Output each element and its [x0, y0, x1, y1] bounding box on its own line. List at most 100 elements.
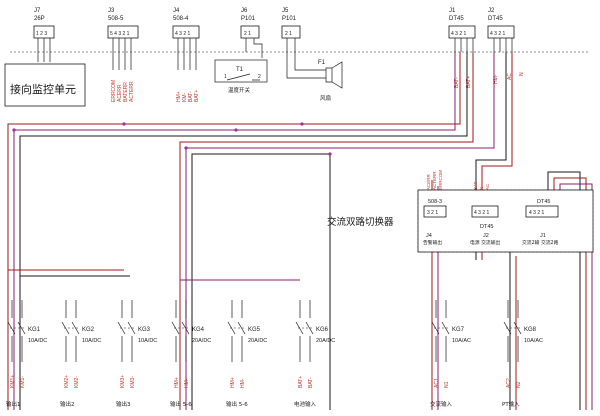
breaker-ref: KG6	[316, 327, 329, 333]
svg-text:4 3 2 1: 4 3 2 1	[451, 31, 467, 37]
switcher-mid-wire-3: AC	[485, 183, 490, 190]
breaker-output-label: 电池输入	[294, 400, 317, 408]
svg-text:DT45: DT45	[480, 224, 493, 230]
switcher-mid-wire-2: N	[479, 187, 484, 190]
junction-nodes	[12, 122, 332, 156]
svg-text:J4: J4	[426, 233, 432, 239]
j2-body	[487, 25, 515, 39]
svg-text:1 2 3: 1 2 3	[36, 31, 47, 37]
j4-ref: J4	[173, 8, 180, 14]
breaker-wire-label: KM2-	[74, 376, 80, 388]
svg-text:电源 交流输出: 电源 交流输出	[470, 239, 501, 246]
svg-text:2: 2	[258, 74, 261, 80]
j6-pins	[245, 38, 263, 58]
j4-pins	[177, 38, 197, 70]
svg-text:5 4 3 2 1: 5 4 3 2 1	[110, 31, 130, 37]
breaker-rating: 10A/AC	[524, 338, 543, 344]
breaker-rating: 20A/DC	[248, 338, 267, 344]
breakers-row: KG110A/DCKM1+KM1-输出1KG210A/DCKM2+KM2-输出2…	[6, 300, 543, 408]
breaker-wire-label: BAT-	[308, 377, 314, 388]
breaker-wire-label: HM-	[240, 378, 246, 388]
connector-j5: J5 P101 2 1	[281, 8, 326, 79]
bus-purple-2	[185, 52, 495, 410]
connector-j7: J7 26P 1 2 3	[33, 8, 55, 62]
monitor-unit-label: 接向监控单元	[10, 82, 76, 96]
switcher-mid-wire-1: BAT-	[473, 180, 478, 190]
connector-j1: J1 DT45 4 3 2 1 BAT- BAT+	[448, 8, 476, 88]
breaker-ref: KG4	[192, 327, 205, 333]
switcher-title: 交流双路切换器	[327, 216, 394, 228]
breaker-wire-label: N1	[444, 381, 450, 388]
breaker-wire-label: BAT+	[298, 376, 304, 388]
svg-text:1: 1	[224, 74, 227, 80]
j7-ref: J7	[34, 8, 41, 14]
breaker-ref: KG8	[524, 327, 537, 333]
breaker-pole-1	[295, 300, 304, 362]
breaker-pole-2	[305, 300, 314, 362]
switcher-left-wire-2: ACTERR	[432, 171, 437, 190]
breaker-pole-2	[181, 300, 190, 362]
bus-dark-1	[19, 52, 468, 410]
j3-signal-4: ACTERR	[129, 81, 135, 102]
fan-icon	[325, 61, 343, 89]
breaker-kg3: KG3 10A/DC KM3+ KM3- 输出3	[116, 300, 157, 408]
j7-pins	[37, 38, 51, 62]
svg-text:4 3 2 1: 4 3 2 1	[474, 210, 490, 216]
breaker-ref: KG3	[138, 327, 151, 333]
sw-wire-5	[547, 171, 581, 410]
j3-type: 508-5	[108, 16, 124, 22]
bus-red-1	[7, 52, 461, 410]
j5-body	[281, 25, 301, 39]
svg-text:3 2 1: 3 2 1	[427, 210, 438, 216]
j2-signal-1: HM-	[493, 74, 499, 84]
j3-ref: J3	[108, 8, 115, 14]
bus-dark-2	[191, 153, 331, 410]
breaker-output-label: 输出3	[116, 400, 131, 408]
j1-ref: J1	[449, 8, 456, 14]
connector-j3: J3 508-5 5 4 3 2 1 ERRCOM ACERR BATERR A…	[107, 8, 139, 102]
j3-signal-2: ACERR	[117, 84, 123, 102]
fan-ref: F1	[318, 60, 326, 66]
j2-type: DT45	[488, 16, 503, 22]
monitor-unit: 接向监控单元	[4, 63, 86, 107]
breaker-wire-label: KM1-	[20, 376, 26, 388]
breaker-wire-label: KM3-	[130, 376, 136, 388]
temp-switch-contact	[226, 73, 260, 81]
connector-j4: J4 508-4 4 3 2 1 HM+ KM- BAT- BAT+	[172, 8, 200, 102]
breaker-wire-label: AC1	[434, 378, 440, 388]
breaker-rating: 10A/DC	[82, 338, 101, 344]
j3-pins	[112, 38, 132, 70]
temp-switch-box	[214, 59, 268, 83]
ac-switcher: 交流双路切换器 ACERR ACTERR ERRCOM BAT- N AC 50…	[327, 170, 594, 253]
svg-text:4 3 2 1: 4 3 2 1	[529, 210, 545, 216]
breaker-output-label: 输出 5-6	[226, 400, 248, 408]
breaker-wire-label: HM+	[174, 377, 180, 388]
j3-body	[107, 25, 139, 39]
j6-body	[240, 25, 260, 39]
breaker-wire-label: KM2+	[64, 375, 70, 388]
breaker-rating: 20A/DC	[192, 338, 211, 344]
temperature-switch: T1 1 2 温度开关	[214, 59, 268, 94]
svg-text:J1: J1	[540, 233, 546, 239]
breaker-wire-label: N2	[516, 381, 522, 388]
j4-type: 508-4	[173, 16, 189, 22]
j1-type: DT45	[449, 16, 464, 22]
breaker-pole-2	[237, 300, 246, 362]
breaker-rating: 10A/DC	[138, 338, 157, 344]
breaker-output-label: 输出 5-6	[170, 400, 192, 408]
j4-body	[172, 25, 200, 39]
temp-switch-ref: T1	[236, 67, 244, 73]
breaker-pole-2	[17, 300, 26, 362]
breaker-wire-label: KM3+	[120, 375, 126, 388]
svg-text:2 1: 2 1	[244, 31, 251, 37]
j1-body	[448, 25, 476, 39]
switcher-connector-1: 508-3 3 2 1 J4 告警输出	[423, 199, 447, 246]
fan-label: 风扇	[320, 94, 331, 102]
fan: F1 风扇	[318, 60, 343, 102]
